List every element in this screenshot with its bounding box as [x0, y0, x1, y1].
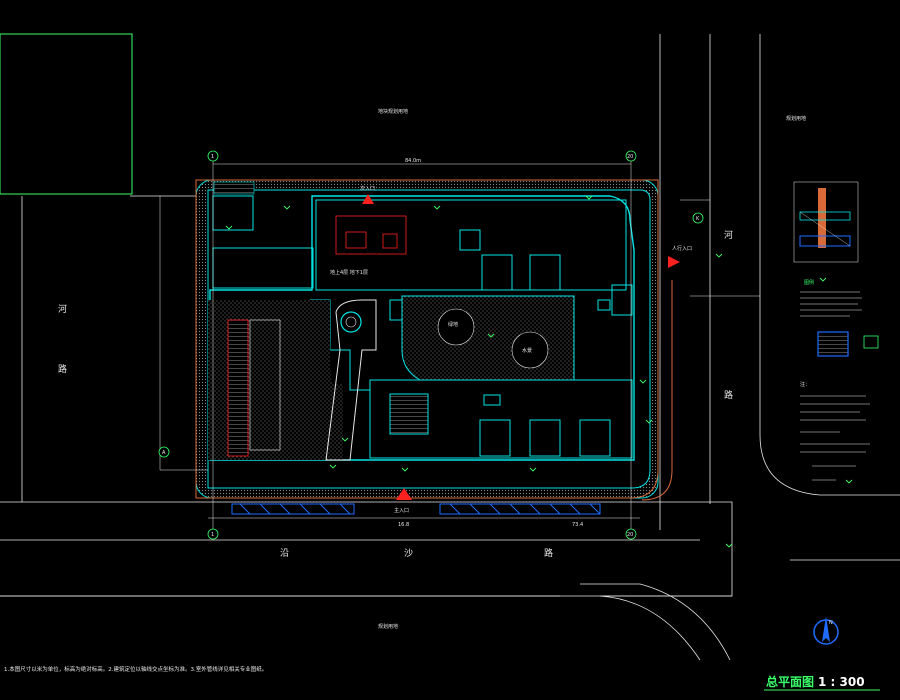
- garden-lower: [248, 384, 343, 460]
- legend-lines: [800, 291, 862, 317]
- drawing-scale: 1 : 300: [818, 675, 865, 689]
- notes-heading: 注：: [800, 381, 810, 388]
- grid-label-20-top: 20: [627, 154, 633, 160]
- north-arrow-label: N: [829, 620, 833, 626]
- courtyard-circle-1: [437, 308, 475, 346]
- north-arrow: [813, 616, 839, 645]
- stair-core: [389, 393, 429, 435]
- round-kiosk-inner: [345, 316, 357, 328]
- dimension-lines: [159, 158, 760, 540]
- drawing-title: 总平面图: [766, 674, 814, 689]
- road-bottom-label-2: 沙: [404, 548, 413, 559]
- legend-heading: 图例: [804, 279, 814, 286]
- right-block-label: 规划用地: [786, 115, 806, 122]
- deck-area: [227, 319, 249, 457]
- entrance-side-label: 人行入口: [672, 245, 692, 252]
- footer-note: 1.本图尺寸以米为单位，标高为绝对标高。2.建筑定位以轴线交点坐标为准。3.室外…: [4, 665, 267, 673]
- building-note: 地上4层 地下1层: [330, 269, 368, 276]
- courtyard-plaza: [401, 295, 575, 381]
- detail-section: [793, 181, 859, 263]
- site-top-label: 地块规划用地: [378, 108, 408, 115]
- neighbor-block-left: [0, 33, 133, 195]
- parking-bays: [231, 503, 601, 515]
- tree-symbols: [225, 195, 853, 548]
- dim-bottom: 16.8: [398, 522, 409, 528]
- road-right-label-2: 路: [724, 389, 733, 401]
- entrance-main-label: 主入口: [394, 507, 409, 514]
- court-label-2: 水景: [522, 347, 532, 354]
- deck-right: [249, 319, 281, 451]
- court-label-1: 绿地: [448, 321, 458, 328]
- road-right-label-1: 河: [724, 229, 733, 241]
- dim-bottom-right: 73.4: [572, 522, 583, 528]
- road-bottom-label-3: 路: [544, 547, 553, 559]
- road-bottom-label-1: 沿: [280, 548, 289, 559]
- dim-total-width: 84.0m: [405, 158, 421, 164]
- site-redline: [195, 179, 659, 499]
- notes-lines: [800, 395, 870, 481]
- legend-green-swatch: [863, 335, 879, 349]
- site-bottom-label: 规划用地: [378, 623, 398, 630]
- main-entrance-arrow: [396, 488, 412, 500]
- road-left-label-1: 河: [58, 303, 67, 315]
- side-entrance-arrow: [668, 256, 680, 268]
- side-curb: [641, 280, 673, 501]
- grid-label-1-bottom: 1: [211, 532, 214, 538]
- grid-label-20-bottom: 20: [627, 532, 633, 538]
- top-entrance-arrow: [362, 194, 374, 204]
- road-left-label-2: 路: [58, 363, 67, 375]
- round-kiosk: [340, 311, 362, 333]
- legend-water-swatch: [817, 331, 849, 357]
- road-network: [0, 34, 900, 661]
- grid-label-A: A: [162, 450, 166, 456]
- grid-label-1-top: 1: [211, 154, 214, 160]
- entrance-top-label: 次入口: [360, 185, 375, 192]
- top-left-hatch: [213, 181, 255, 195]
- grid-label-K: K: [696, 216, 700, 222]
- building-red-rooms: [335, 215, 407, 255]
- curved-ramp: [325, 299, 377, 461]
- courtyard-circle-2: [511, 331, 549, 369]
- grid-bubbles: [158, 150, 704, 540]
